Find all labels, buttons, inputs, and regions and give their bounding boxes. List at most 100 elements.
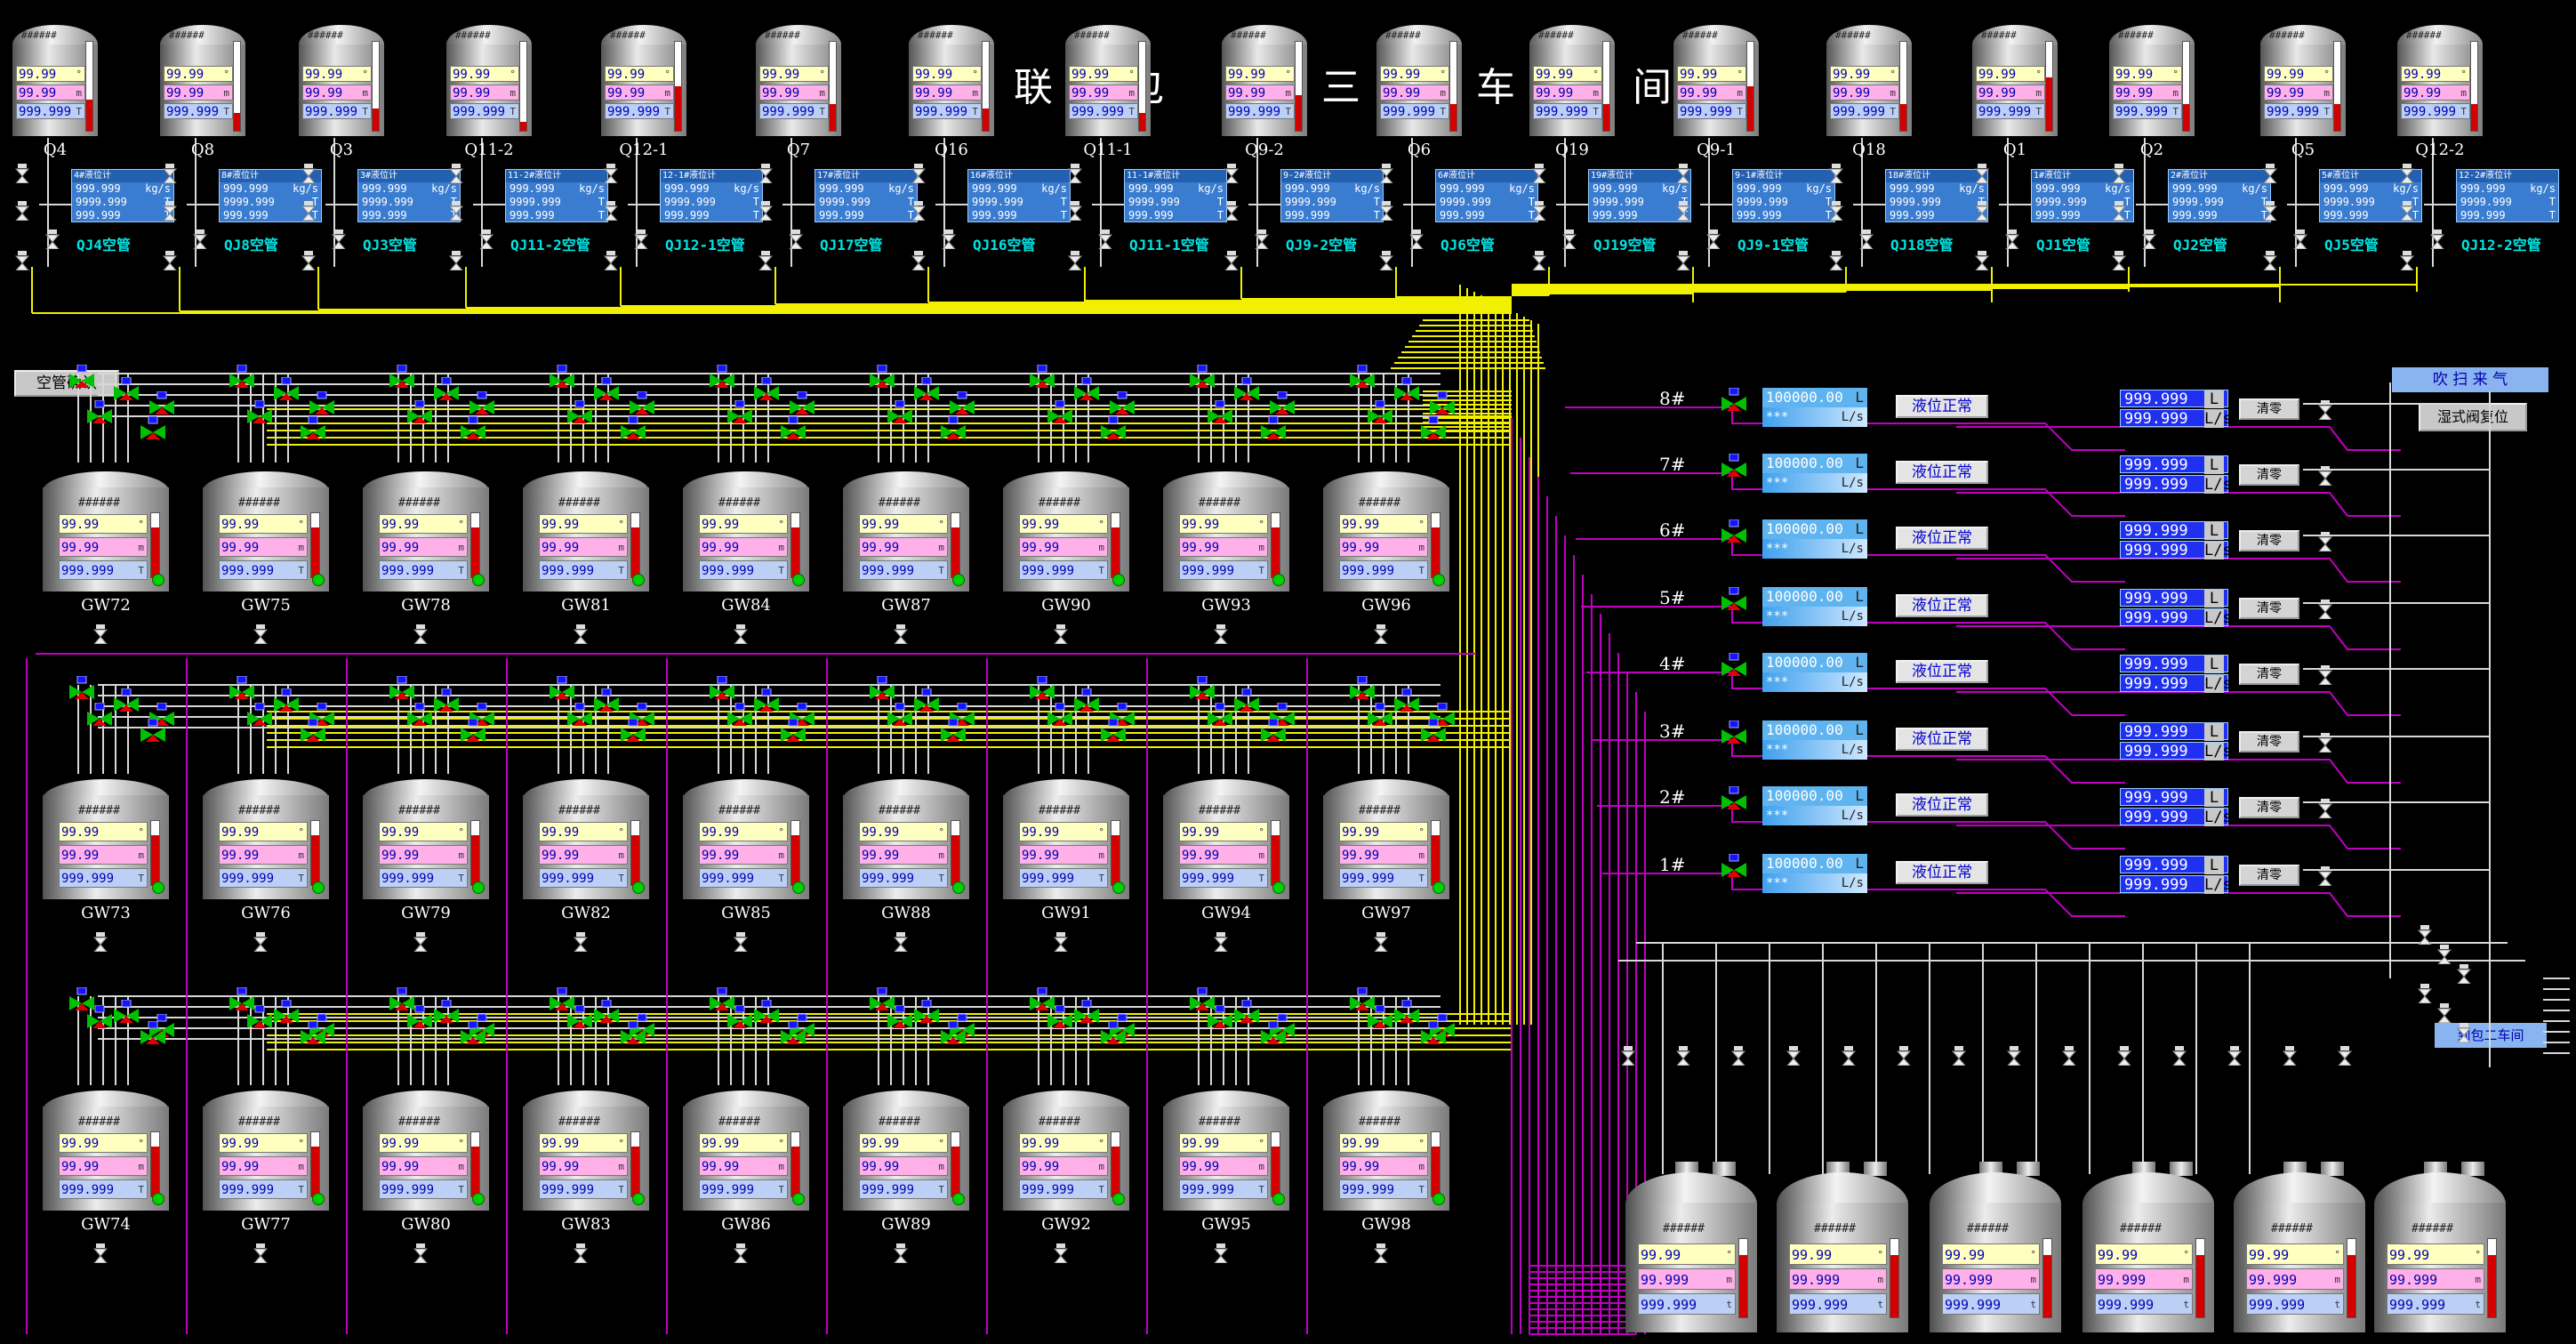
tank-label: GW87 (881, 596, 931, 615)
readout-level-unit: ° (1726, 1249, 1732, 1260)
readout-height-unit: m (1098, 542, 1104, 553)
meter-header: 8#液位计 (220, 170, 321, 182)
readout-level-value: 99.99 (915, 68, 953, 82)
storage-tank-level-bar (2347, 1238, 2356, 1318)
readout-level-value: 99.99 (1022, 518, 1060, 532)
silo-level-fill (675, 86, 681, 131)
pipe (1731, 607, 2125, 650)
readout-level: 99.99° (912, 66, 982, 82)
silo-level-bar (2333, 41, 2341, 132)
empty-pipe-tag[interactable]: QJ1空管 (2036, 237, 2090, 254)
empty-pipe-tag[interactable]: QJ9-2空管 (1286, 237, 1358, 254)
meter-flow-value: 999.999 (1890, 182, 1935, 195)
readout-weight-value: 999.999 (1945, 1297, 2002, 1313)
empty-pipe-tag[interactable]: QJ11-1空管 (1129, 237, 1209, 254)
empty-pipe-tag[interactable]: QJ11-2空管 (510, 237, 590, 254)
empty-pipe-tag[interactable]: QJ17空管 (820, 237, 883, 254)
readout-height-unit: m (1285, 87, 1291, 99)
empty-pipe-tag[interactable]: QJ2空管 (2173, 237, 2227, 254)
tank-status-indicator (1112, 1193, 1125, 1205)
readout-weight-value: 999.999 (2115, 105, 2169, 119)
readout-level-unit: ° (819, 68, 825, 80)
readout-weight-unit: T (1890, 106, 1896, 117)
readout-weight-value: 999.999 (1833, 105, 1886, 119)
empty-pipe-tag[interactable]: QJ16空管 (973, 237, 1036, 254)
storage-tank-level-fill (2347, 1254, 2355, 1317)
empty-pipe-tag[interactable]: QJ12-1空管 (665, 237, 745, 254)
storage-tank-level-fill (1739, 1254, 1747, 1317)
empty-pipe-tag[interactable]: QJ5空管 (2324, 237, 2379, 254)
readout-weight-value: 999.999 (1071, 105, 1125, 119)
readout-level: 99.99° (605, 66, 674, 82)
empty-pipe-tag[interactable]: QJ19空管 (1593, 237, 1657, 254)
silo-level-bar (1602, 41, 1610, 132)
readout-level-unit: ° (1098, 519, 1104, 530)
readout-weight-unit: T (138, 565, 144, 576)
empty-pipe-tag[interactable]: QJ8空管 (224, 237, 278, 254)
readout-height-value: 99.99 (542, 1160, 580, 1174)
readout-level: 99.99° (1380, 66, 1449, 82)
readout-level: 99.99° (1677, 66, 1746, 82)
empty-pipe-tag[interactable]: QJ18空管 (1890, 237, 1954, 254)
readout-weight-value: 999.999 (542, 564, 595, 578)
readout-level-unit: ° (458, 519, 464, 530)
readout-level-unit: ° (2334, 1249, 2340, 1260)
tank-header: ###### (1039, 804, 1080, 817)
readout-level-unit: ° (1737, 68, 1743, 80)
readout-level-value: 99.99 (221, 1137, 260, 1151)
empty-pipe-tag[interactable]: QJ9-1空管 (1737, 237, 1810, 254)
empty-pipe-tag[interactable]: QJ12-2空管 (2461, 237, 2541, 254)
empty-pipe-tag[interactable]: QJ3空管 (363, 237, 417, 254)
empty-pipe-tag[interactable]: QJ6空管 (1440, 237, 1495, 254)
meter-total2-unit: T (2123, 209, 2131, 221)
readout-level-value: 99.99 (2267, 68, 2305, 82)
empty-pipe-tag[interactable]: QJ4空管 (76, 237, 131, 254)
readout-level: 99.99° (379, 822, 468, 841)
readout-level: 99.99 ° (1019, 514, 1108, 534)
